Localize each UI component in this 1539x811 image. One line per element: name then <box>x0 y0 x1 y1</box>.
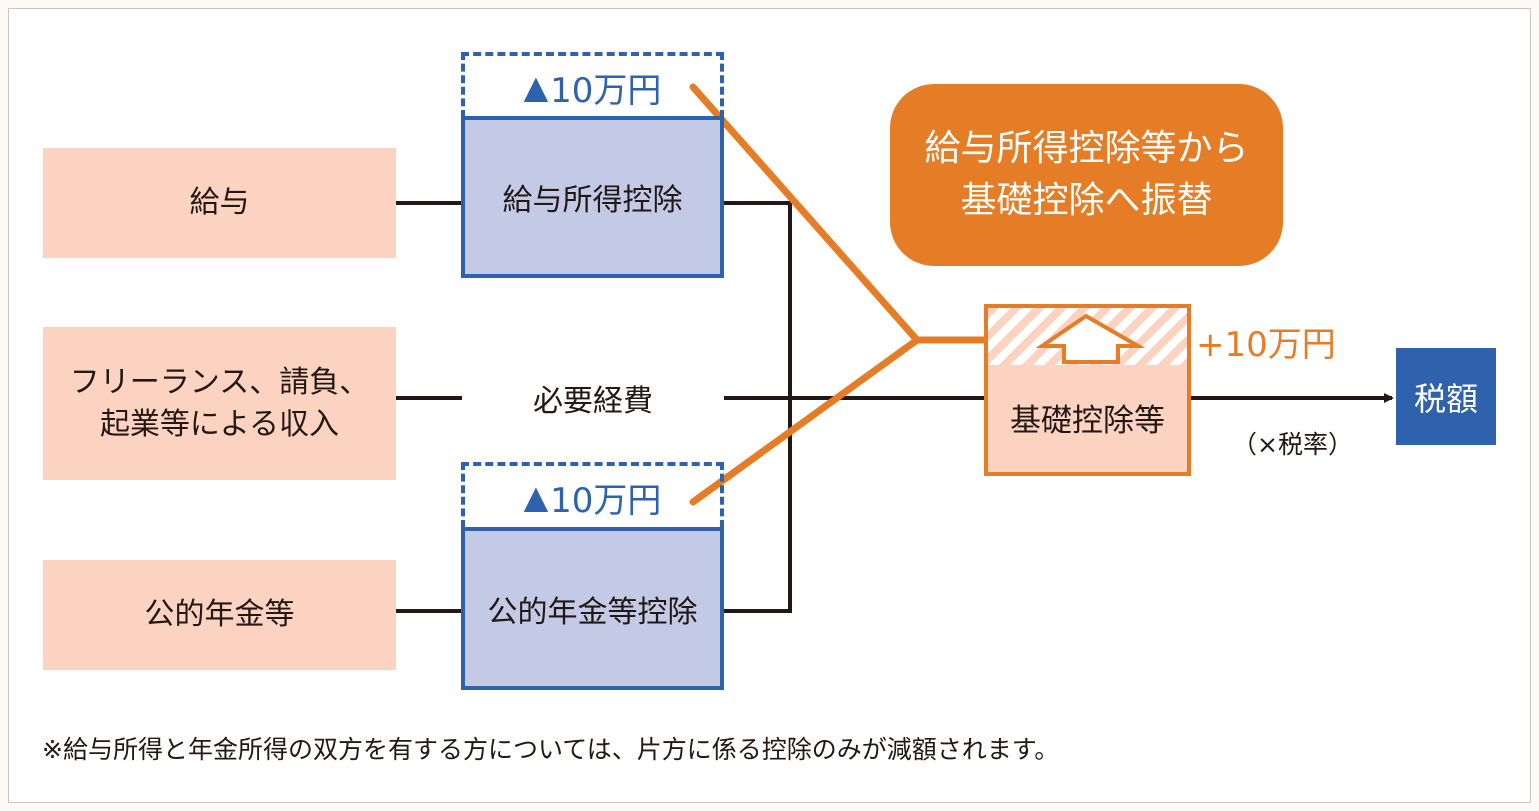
source-pension: 公的年金等 <box>43 560 396 670</box>
source-salary: 給与 <box>43 148 396 258</box>
source-freelance-line1: フリーランス、請負、 <box>69 364 370 400</box>
footnote: ※給与所得と年金所得の双方を有する方については、片方に係る控除のみが減額されます… <box>42 728 1342 768</box>
necessary-expenses-label: 必要経費 <box>533 384 653 419</box>
tax-amount-label: 税額 <box>1413 379 1478 418</box>
footnote-text: ※給与所得と年金所得の双方を有する方については、片方に係る控除のみが減額されます… <box>42 735 1060 764</box>
triangle-up-icon: ▲ <box>523 478 549 516</box>
up-arrow-icon <box>1035 313 1146 364</box>
callout-line2: 基礎控除へ振替 <box>960 180 1213 221</box>
increase-amount-text: +10万円 <box>1196 324 1336 365</box>
pension-deduction-label: 公的年金等控除 <box>487 594 698 630</box>
salary-deduction-box: 給与所得控除 <box>461 116 724 278</box>
basic-deduction-label: 基礎控除等 <box>1010 403 1165 439</box>
source-pension-label: 公的年金等 <box>144 597 295 632</box>
tax-rate-text: （×税率） <box>1232 430 1353 459</box>
orange-line-from-salary <box>689 83 921 344</box>
necessary-expenses: 必要経費 <box>462 372 724 424</box>
triangle-up-icon: ▲ <box>523 68 549 106</box>
increase-amount: +10万円 <box>1196 318 1366 365</box>
reduction-box-pension: ▲ 10万円 <box>461 462 724 528</box>
salary-deduction-label: 給与所得控除 <box>502 183 683 218</box>
reduction-box-salary: ▲ 10万円 <box>461 52 724 118</box>
source-salary-label: 給与 <box>189 185 250 220</box>
reduction-amount: 10万円 <box>550 480 662 521</box>
callout-line1: 給与所得控除等から <box>924 127 1249 169</box>
transfer-callout: 給与所得控除等から 基礎控除へ振替 <box>890 84 1283 266</box>
basic-deduction-box: 基礎控除等 <box>984 304 1191 476</box>
increase-hatch-area <box>988 308 1187 365</box>
tax-amount-box: 税額 <box>1396 348 1496 445</box>
source-freelance-line2: 起業等による収入 <box>99 406 340 442</box>
source-freelance: フリーランス、請負、 起業等による収入 <box>43 327 396 480</box>
reduction-amount: 10万円 <box>550 70 662 111</box>
line-merge-bracket <box>724 201 792 613</box>
pension-deduction-box: 公的年金等控除 <box>461 527 724 690</box>
orange-line-from-pension <box>689 336 921 506</box>
tax-rate-note: （×税率） <box>1210 423 1375 463</box>
